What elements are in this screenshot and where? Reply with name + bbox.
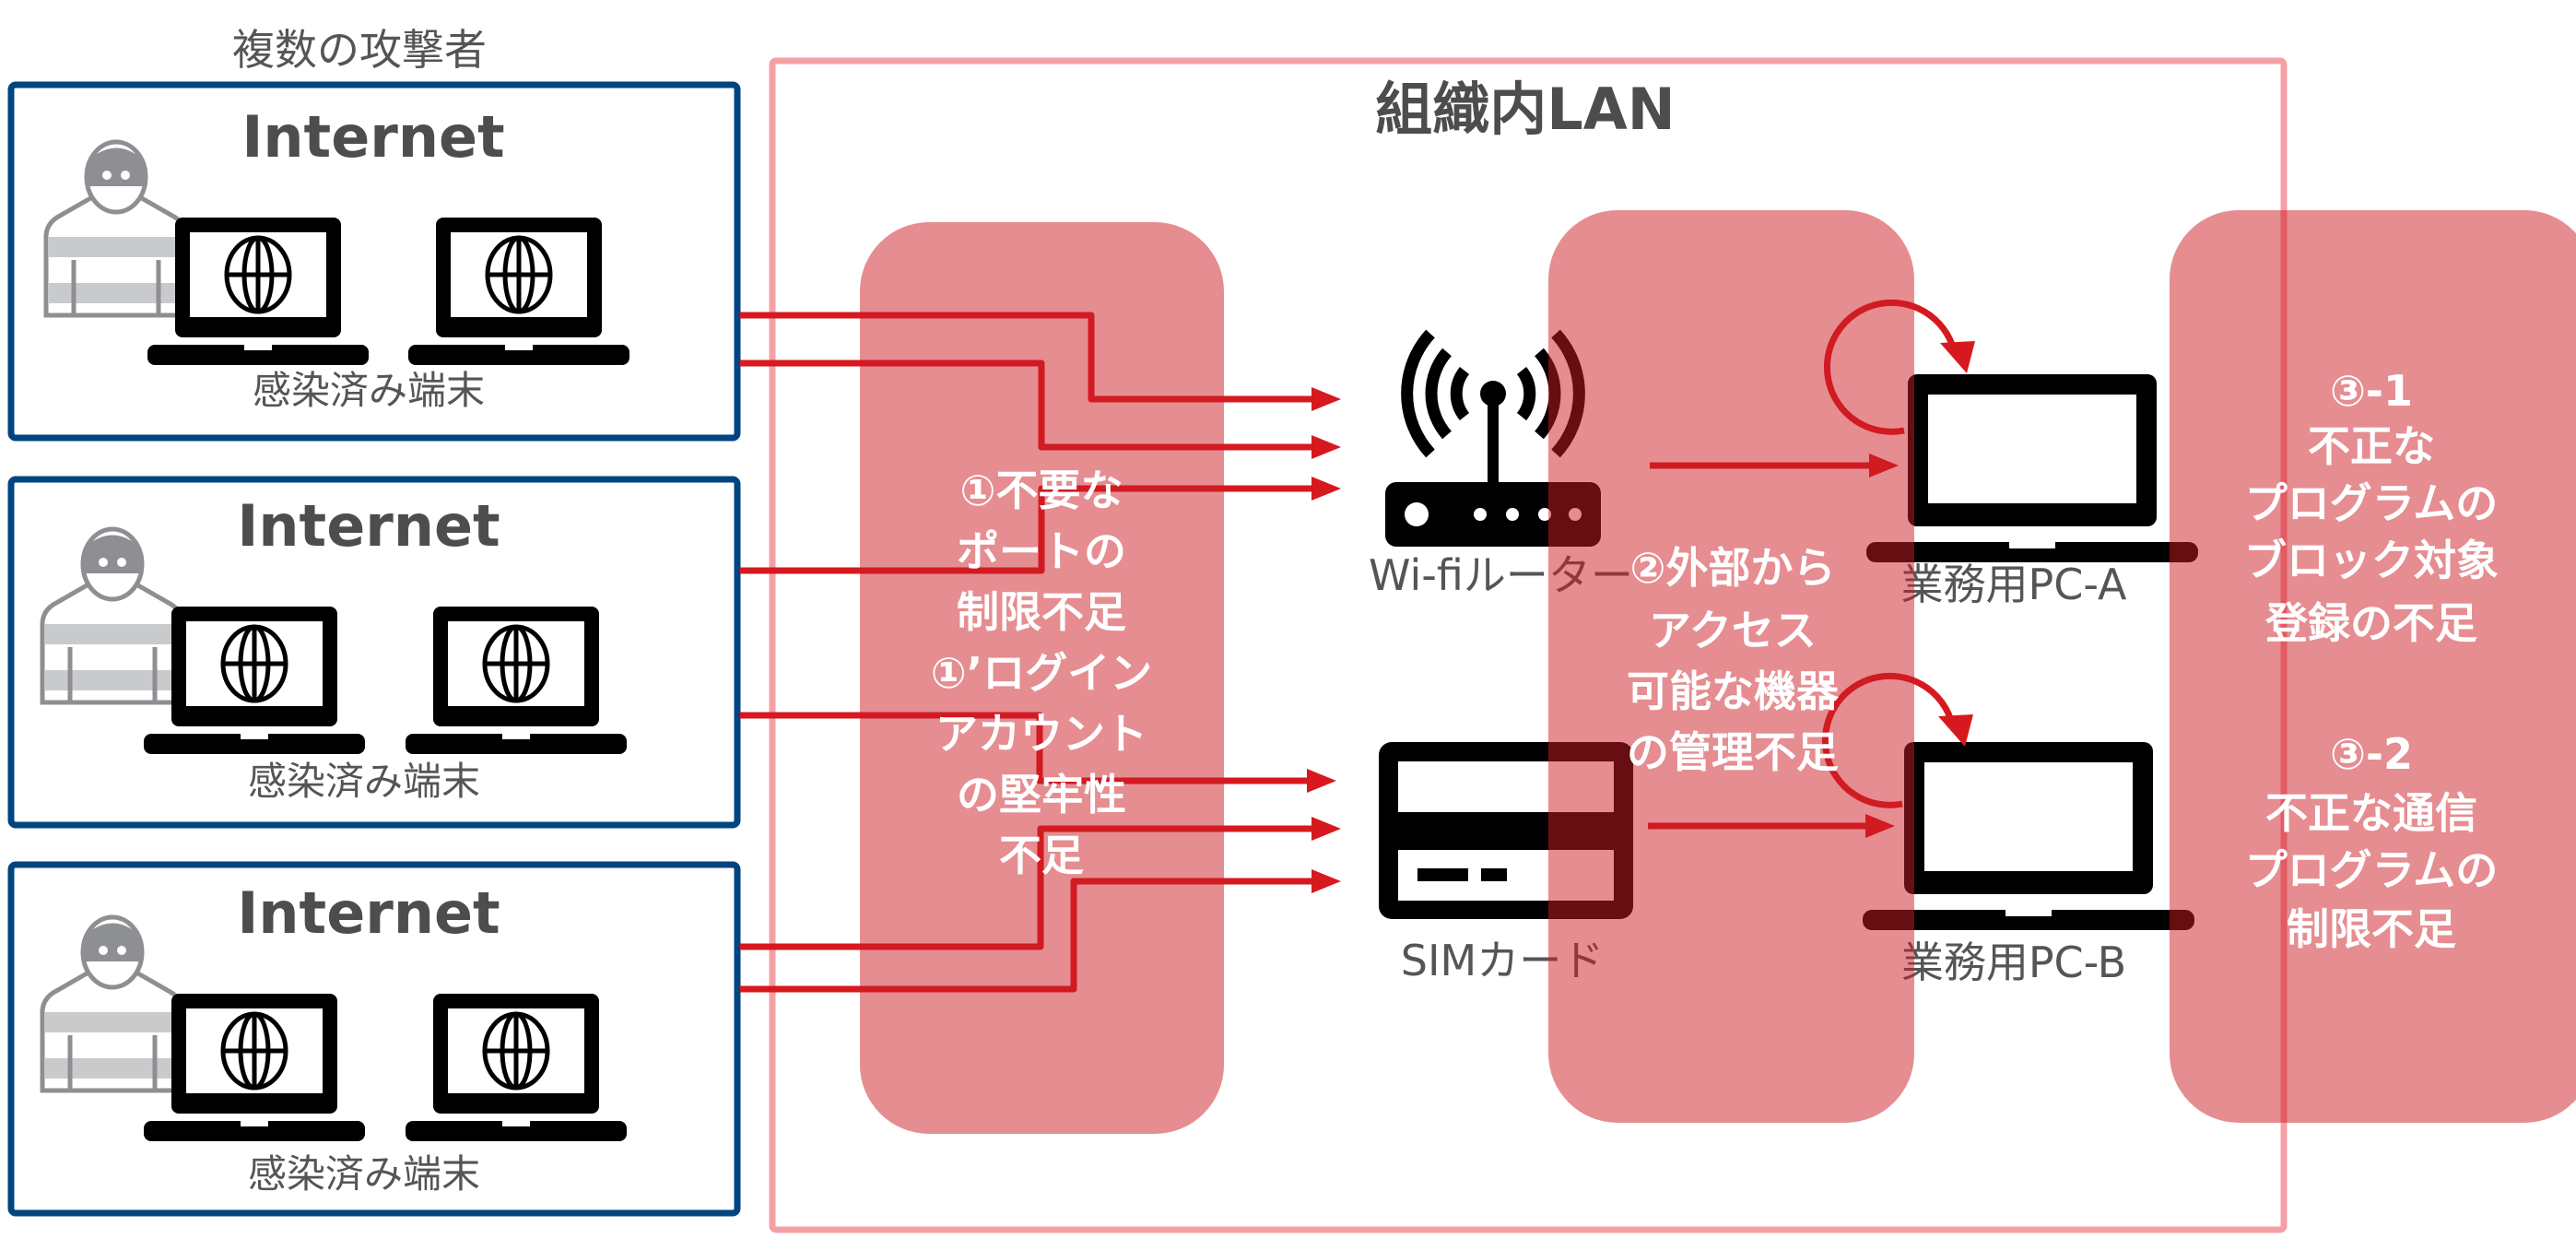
infected-terminal-caption: 感染済み端末 bbox=[248, 759, 480, 804]
issue-panel-2-text: ②外部から アクセス 可能な機器 の管理不足 bbox=[1627, 543, 1840, 777]
panel-line: ②外部から bbox=[1630, 543, 1836, 593]
panel-line: 不正な通信 bbox=[2265, 788, 2477, 838]
pc-a-laptop-icon bbox=[1866, 374, 2198, 562]
panel-line: ③-1 bbox=[2330, 366, 2413, 416]
panel-line: アクセス bbox=[1649, 606, 1817, 655]
infected-terminal-caption: 感染済み端末 bbox=[248, 1151, 480, 1197]
panel-line: の堅牢性 bbox=[957, 770, 1126, 819]
arrow-head bbox=[1312, 869, 1341, 893]
issue-panel-3-text: ③-1 不正な プログラムの ブロック対象 登録の不足 ③-2 不正な通信 プロ… bbox=[2244, 366, 2499, 954]
issue-panel-1 bbox=[860, 222, 1224, 1134]
panel-line: 制限不足 bbox=[2287, 904, 2456, 954]
attackers-label: 複数の攻撃者 bbox=[232, 25, 487, 75]
panel-line: ポートの bbox=[957, 526, 1126, 576]
panel-line: 登録の不足 bbox=[2264, 598, 2477, 648]
arrow-head bbox=[1940, 341, 1975, 373]
pc-a-label: 業務用PC-A bbox=[1901, 560, 2127, 609]
internet-title: Internet bbox=[241, 103, 504, 171]
issue-panel-1-text: ①不要な ポートの 制限不足 ①’ログイン アカウント の堅牢性 不足 bbox=[931, 466, 1152, 880]
pc-b-label: 業務用PC-B bbox=[1901, 937, 2126, 987]
panel-line: 不足 bbox=[999, 831, 1084, 880]
internet-box: Internet 感染済み端末 bbox=[7, 476, 741, 829]
panel-line: アカウント bbox=[935, 709, 1147, 759]
internet-box: Internet 感染済み端末 bbox=[7, 81, 741, 442]
panel-line: 可能な機器 bbox=[1627, 666, 1840, 716]
panel-line: 制限不足 bbox=[957, 587, 1126, 637]
wifi-router-icon bbox=[1385, 329, 1601, 547]
arrow-head bbox=[1938, 714, 1973, 747]
panel-line: プログラムの bbox=[2245, 845, 2499, 895]
panel-line: ③-2 bbox=[2330, 729, 2413, 779]
arrow-head bbox=[1312, 817, 1341, 841]
arrow-head bbox=[1312, 435, 1341, 459]
internet-box: Internet 感染済み端末 bbox=[7, 861, 741, 1217]
internet-title: Internet bbox=[237, 879, 500, 947]
internet-title: Internet bbox=[237, 492, 500, 560]
lan-title: 組織内LAN bbox=[1375, 76, 1675, 143]
panel-line: プログラムの bbox=[2245, 478, 2499, 528]
issue-panel-3 bbox=[2170, 210, 2576, 1123]
arrow-head bbox=[1312, 477, 1341, 501]
panel-line: の管理不足 bbox=[1627, 727, 1839, 777]
panel-line: ①不要な bbox=[960, 466, 1123, 515]
infected-terminal-caption: 感染済み端末 bbox=[253, 368, 485, 413]
issue-panel-2 bbox=[1548, 210, 1914, 1123]
panel-line: ①’ログイン bbox=[931, 648, 1152, 698]
panel-line: ブロック対象 bbox=[2244, 536, 2499, 585]
panel-line: 不正な bbox=[2308, 421, 2435, 471]
arrow-head bbox=[1312, 387, 1341, 411]
arrow-head bbox=[1307, 769, 1336, 793]
